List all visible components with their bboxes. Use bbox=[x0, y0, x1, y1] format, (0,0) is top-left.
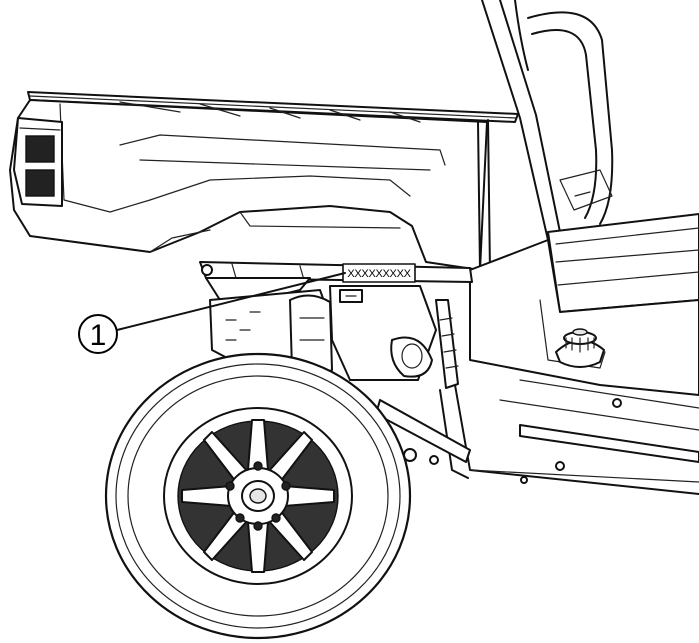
serial-number-text: XXXXXXXXX bbox=[347, 268, 411, 280]
rear-wheel bbox=[106, 354, 410, 638]
callout-1-number: 1 bbox=[90, 319, 107, 352]
serial-number-plate: XXXXXXXXX bbox=[343, 264, 415, 282]
cargo-bed bbox=[10, 92, 518, 272]
seat bbox=[548, 214, 699, 312]
